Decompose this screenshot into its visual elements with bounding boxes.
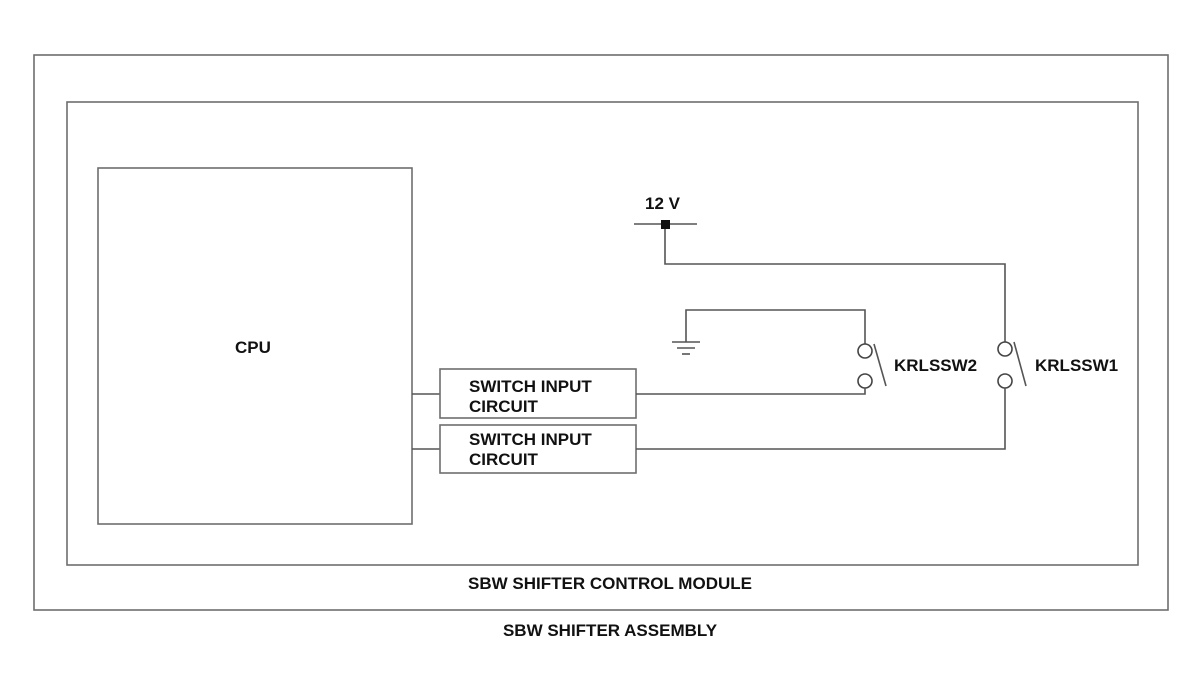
switch-input-circuit-2-line1: SWITCH INPUT	[469, 430, 592, 449]
switch-input-circuit-2	[439, 424, 637, 474]
switch-input-circuit-1-line2: CIRCUIT	[469, 397, 539, 416]
control-module-label: SBW SHIFTER CONTROL MODULE	[468, 574, 752, 593]
shifter-assembly-frame	[33, 54, 1169, 611]
cpu-label: CPU	[235, 338, 271, 357]
switch-input-circuit-1-line1: SWITCH INPUT	[469, 377, 592, 396]
supply-voltage-label: 12 V	[645, 194, 681, 213]
krlssw1-to-circuit-2-wire	[636, 388, 1006, 450]
krlssw1-label: KRLSSW1	[1035, 356, 1118, 375]
krlssw1-switch-icon	[997, 341, 1027, 389]
switch-input-circuit-2-line2: CIRCUIT	[469, 450, 539, 469]
ground-icon	[672, 341, 700, 355]
control-module-frame	[66, 101, 1139, 566]
shifter-assembly-label: SBW SHIFTER ASSEMBLY	[503, 621, 718, 640]
supply-to-krlssw1-wire	[664, 229, 1006, 342]
cpu-block	[97, 167, 413, 525]
krlssw2-to-circuit-1-wire	[636, 388, 866, 395]
krlssw2-label: KRLSSW2	[894, 356, 977, 375]
krlssw2-switch-icon	[857, 343, 887, 389]
ground-to-krlssw2-wire	[685, 309, 866, 344]
supply-node	[661, 220, 670, 229]
